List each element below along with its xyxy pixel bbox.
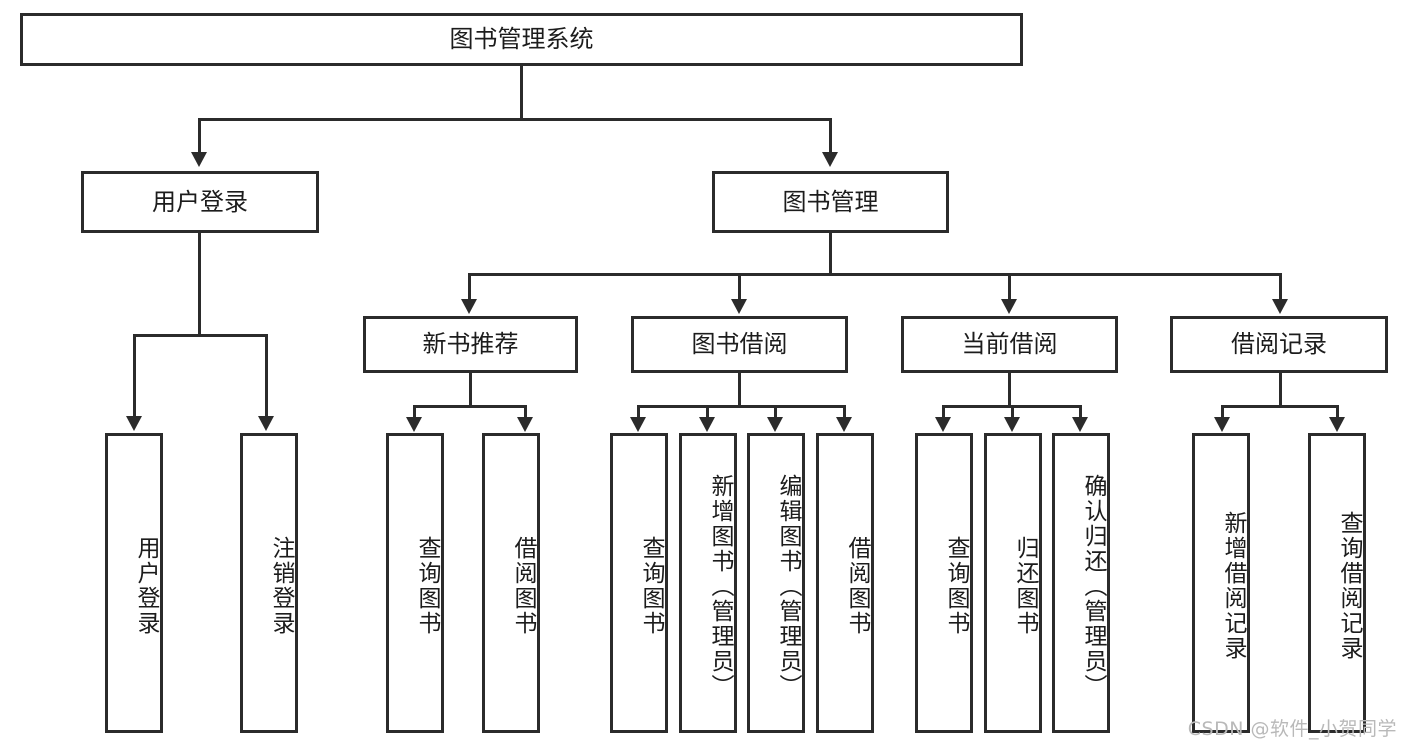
arrowhead-current-borrow-child-2 bbox=[1004, 417, 1020, 432]
node-current-borrow[interactable]: 当前借阅 bbox=[901, 316, 1118, 373]
leaf-current-borrow-confirm[interactable]: 确认归还（管理员） bbox=[1052, 433, 1110, 733]
connector-level3-bar bbox=[468, 273, 1282, 276]
connector-to-book-manage bbox=[829, 118, 832, 154]
node-label: 新书推荐 bbox=[422, 330, 519, 359]
arrowhead-to-borrow-record bbox=[1272, 299, 1288, 314]
connector-borrow-record-bar bbox=[1221, 405, 1339, 408]
node-new-book-recommend[interactable]: 新书推荐 bbox=[363, 316, 578, 373]
leaf-label: 归还图书 bbox=[1012, 536, 1038, 636]
leaf-current-borrow-query[interactable]: 查询图书 bbox=[915, 433, 973, 733]
connector-current-borrow-child-1 bbox=[942, 405, 945, 419]
leaf-user-login-login[interactable]: 用户登录 bbox=[105, 433, 163, 733]
leaf-new-book-borrow[interactable]: 借阅图书 bbox=[482, 433, 540, 733]
node-root-system[interactable]: 图书管理系统 bbox=[20, 13, 1023, 66]
leaf-label: 编辑图书（管理员） bbox=[775, 473, 801, 699]
node-label: 用户登录 bbox=[152, 187, 248, 216]
connector-book-borrow-child-2 bbox=[706, 405, 709, 419]
arrowhead-user-login-child-2 bbox=[258, 416, 274, 431]
leaf-label: 借阅图书 bbox=[510, 536, 536, 636]
connector-to-book-borrow bbox=[738, 273, 741, 301]
leaf-book-borrow-edit[interactable]: 编辑图书（管理员） bbox=[747, 433, 805, 733]
connector-to-current-borrow bbox=[1008, 273, 1011, 301]
leaf-label: 确认归还（管理员） bbox=[1080, 473, 1106, 699]
node-book-management[interactable]: 图书管理 bbox=[712, 171, 949, 233]
connector-user-login-child-1 bbox=[133, 334, 136, 418]
arrowhead-book-borrow-child-1 bbox=[630, 417, 646, 432]
arrowhead-to-new-book bbox=[461, 299, 477, 314]
connector-current-borrow-stem bbox=[1008, 373, 1011, 405]
node-user-login[interactable]: 用户登录 bbox=[81, 171, 319, 233]
leaf-label: 查询图书 bbox=[414, 536, 440, 636]
connector-borrow-record-child-1 bbox=[1221, 405, 1224, 419]
arrowhead-current-borrow-child-1 bbox=[935, 417, 951, 432]
node-label: 图书管理 bbox=[782, 187, 879, 216]
leaf-label: 查询图书 bbox=[638, 536, 664, 636]
leaf-label: 新增借阅记录 bbox=[1220, 511, 1246, 661]
arrowhead-new-book-child-1 bbox=[406, 417, 422, 432]
arrowhead-user-login-child-1 bbox=[126, 416, 142, 431]
node-label: 图书借阅 bbox=[691, 330, 788, 359]
arrowhead-to-book-borrow bbox=[731, 299, 747, 314]
connector-to-user-login bbox=[198, 118, 201, 154]
connector-borrow-record-child-2 bbox=[1336, 405, 1339, 419]
connector-new-book-bar bbox=[413, 405, 527, 408]
leaf-book-borrow-borrow[interactable]: 借阅图书 bbox=[816, 433, 874, 733]
leaf-book-borrow-query[interactable]: 查询图书 bbox=[610, 433, 668, 733]
connector-book-manage-stem bbox=[829, 233, 832, 273]
arrowhead-current-borrow-child-3 bbox=[1072, 417, 1088, 432]
arrowhead-to-user-login bbox=[191, 152, 207, 167]
arrowhead-to-book-manage bbox=[822, 152, 838, 167]
leaf-book-borrow-add[interactable]: 新增图书（管理员） bbox=[679, 433, 737, 733]
connector-current-borrow-child-3 bbox=[1079, 405, 1082, 419]
arrowhead-book-borrow-child-4 bbox=[836, 417, 852, 432]
leaf-new-book-query[interactable]: 查询图书 bbox=[386, 433, 444, 733]
connector-level1-bar bbox=[198, 118, 832, 121]
arrowhead-borrow-record-child-2 bbox=[1329, 417, 1345, 432]
connector-to-new-book bbox=[468, 273, 471, 301]
connector-book-borrow-child-3 bbox=[774, 405, 777, 419]
connector-new-book-child-2 bbox=[524, 405, 527, 419]
connector-borrow-record-stem bbox=[1279, 373, 1282, 405]
connector-new-book-child-1 bbox=[413, 405, 416, 419]
connector-book-borrow-child-1 bbox=[637, 405, 640, 419]
node-book-borrow[interactable]: 图书借阅 bbox=[631, 316, 848, 373]
connector-user-login-stem bbox=[198, 233, 201, 334]
connector-user-login-bar bbox=[133, 334, 268, 337]
node-borrow-record[interactable]: 借阅记录 bbox=[1170, 316, 1388, 373]
connector-book-borrow-stem bbox=[738, 373, 741, 405]
arrowhead-borrow-record-child-1 bbox=[1214, 417, 1230, 432]
leaf-label: 注销登录 bbox=[268, 536, 294, 636]
node-label: 当前借阅 bbox=[961, 330, 1058, 359]
leaf-borrow-record-query[interactable]: 查询借阅记录 bbox=[1308, 433, 1366, 733]
arrowhead-new-book-child-2 bbox=[517, 417, 533, 432]
connector-to-borrow-record bbox=[1279, 273, 1282, 301]
arrowhead-to-current-borrow bbox=[1001, 299, 1017, 314]
leaf-label: 查询借阅记录 bbox=[1336, 511, 1362, 661]
leaf-user-login-logout[interactable]: 注销登录 bbox=[240, 433, 298, 733]
leaf-label: 新增图书（管理员） bbox=[707, 473, 733, 699]
connector-user-login-child-2 bbox=[265, 334, 268, 418]
connector-root-stem bbox=[520, 66, 523, 118]
node-label: 图书管理系统 bbox=[449, 25, 594, 54]
connector-book-borrow-child-4 bbox=[843, 405, 846, 419]
leaf-borrow-record-add[interactable]: 新增借阅记录 bbox=[1192, 433, 1250, 733]
arrowhead-book-borrow-child-3 bbox=[767, 417, 783, 432]
arrowhead-book-borrow-child-2 bbox=[699, 417, 715, 432]
leaf-current-borrow-return[interactable]: 归还图书 bbox=[984, 433, 1042, 733]
leaf-label: 借阅图书 bbox=[844, 536, 870, 636]
connector-current-borrow-child-2 bbox=[1011, 405, 1014, 419]
connector-new-book-stem bbox=[469, 373, 472, 405]
leaf-label: 查询图书 bbox=[943, 536, 969, 636]
connector-book-borrow-bar bbox=[637, 405, 846, 408]
leaf-label: 用户登录 bbox=[133, 536, 159, 636]
node-label: 借阅记录 bbox=[1231, 330, 1327, 359]
